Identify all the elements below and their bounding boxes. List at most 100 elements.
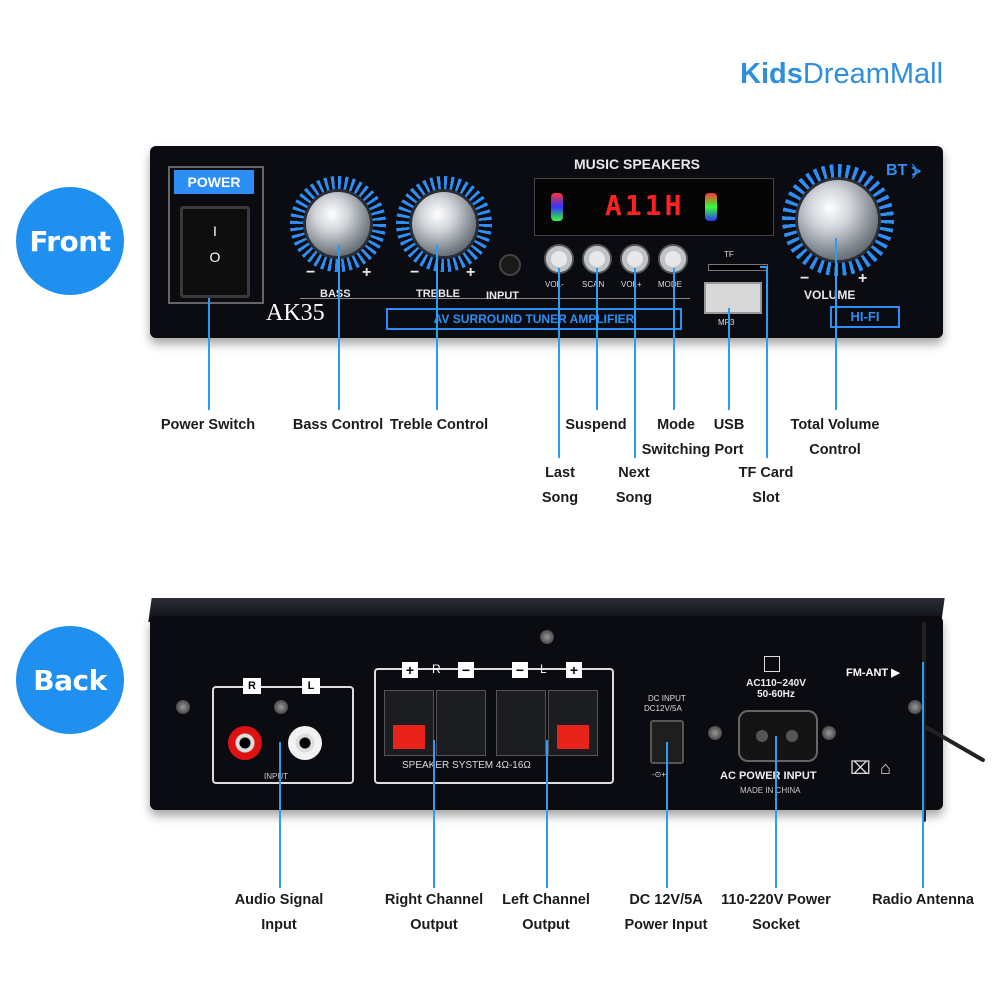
treble-plus: + (466, 264, 476, 281)
speaker-l-label: L (540, 662, 547, 676)
bass-label: BASS (320, 288, 351, 300)
volume-minus: − (800, 270, 810, 287)
callout-suspend: Suspend (565, 417, 627, 433)
ac-screw-right (822, 726, 836, 740)
screw-top (540, 630, 554, 644)
fm-ant-label: FM-ANT ▶ (846, 667, 900, 679)
rocker-off-symbol: O (209, 249, 221, 265)
callout-treble-control: Treble Control (389, 417, 489, 433)
usb-line (728, 308, 730, 410)
bass-line (338, 244, 340, 410)
scan-label: SCAN (582, 280, 605, 289)
power-rocker[interactable]: I O (180, 206, 250, 298)
vu-right (705, 193, 717, 221)
treble-knob[interactable] (412, 192, 476, 256)
mode-button[interactable] (660, 246, 686, 272)
rocker-on-symbol: I (213, 223, 217, 239)
display-window: A11H (534, 178, 774, 236)
bt-signal-icon: ⦔ (911, 162, 921, 179)
ac-screw-left (708, 726, 722, 740)
speaker-r-plus: + (402, 662, 418, 678)
treble-line (436, 244, 438, 410)
treble-minus: − (410, 264, 420, 281)
dc-rating-label: DC12V/5A (644, 704, 682, 713)
antenna-wire (922, 622, 926, 822)
input-label: INPUT (486, 290, 519, 302)
rca-white-jack[interactable] (288, 726, 322, 760)
ac-pin-right (786, 730, 798, 742)
tf-line (766, 266, 768, 458)
callout-radio-antenna: Radio Antenna (872, 892, 974, 908)
weee-icon: ⌧ (850, 758, 871, 778)
scan-button[interactable] (584, 246, 610, 272)
vol-plus-label: VOL+ (621, 280, 642, 289)
right-channel-line (433, 740, 435, 888)
speaker-block (374, 668, 614, 784)
screw-right (908, 700, 922, 714)
callout-power-switch: Power Switch (160, 417, 256, 433)
rca-red-jack[interactable] (228, 726, 262, 760)
double-insulation-icon (764, 656, 780, 672)
vol-minus-button[interactable] (546, 246, 572, 272)
volume-line (835, 238, 837, 410)
speaker-system-label: SPEAKER SYSTEM 4Ω-16Ω (402, 760, 531, 771)
input-jack[interactable] (499, 254, 521, 276)
ac-pin-left (756, 730, 768, 742)
brand-logo: KidsDreamMall (740, 58, 944, 90)
terminal-l-minus[interactable] (496, 690, 546, 756)
last-song-line (558, 268, 560, 458)
ac-power-input-label: AC POWER INPUT (720, 770, 817, 782)
dc-polarity-icon: -⊙+ (652, 770, 667, 779)
usb-port[interactable] (704, 282, 762, 314)
rca-screw (274, 700, 288, 714)
speaker-l-plus: + (566, 662, 582, 678)
mode-line (673, 268, 675, 410)
bass-minus: − (306, 264, 316, 281)
ac-socket[interactable] (738, 710, 818, 762)
rca-r-label: R (243, 678, 261, 694)
vol-minus-label: VOL- (545, 280, 564, 289)
speaker-r-minus: − (458, 662, 474, 678)
volume-knob[interactable] (798, 180, 878, 260)
mode-label: MODE (658, 280, 682, 289)
terminal-r-plus[interactable] (384, 690, 434, 756)
front-badge: Front (16, 187, 124, 295)
power-title: POWER (174, 170, 254, 194)
left-channel-line (546, 740, 548, 888)
front-divider (300, 298, 690, 299)
rca-input-label: INPUT (264, 772, 288, 781)
tf-hline (760, 266, 768, 268)
terminal-l-plus[interactable] (548, 690, 598, 756)
vol-plus-button[interactable] (622, 246, 648, 272)
made-in-label: MADE IN CHINA (740, 786, 801, 795)
dc-power-line (666, 742, 668, 888)
callout-bass-control: Bass Control (292, 417, 384, 433)
audio-input-line (279, 742, 281, 888)
suspend-line (596, 268, 598, 410)
display-value: A11H (605, 189, 685, 222)
display-title: MUSIC SPEAKERS (574, 156, 701, 172)
speaker-l-minus: − (512, 662, 528, 678)
speaker-r-label: R (432, 662, 441, 676)
power-line (208, 298, 210, 410)
dc-input-label: DC INPUT (648, 694, 686, 703)
model-label: AK35 (266, 300, 325, 326)
volume-label: VOLUME (804, 288, 856, 302)
terminal-r-plus-lever (393, 725, 425, 749)
tf-slot[interactable] (708, 264, 768, 271)
antenna-line (922, 662, 924, 888)
terminal-r-minus[interactable] (436, 690, 486, 756)
bass-plus: + (362, 264, 372, 281)
terminal-l-plus-lever (557, 725, 589, 749)
volume-plus: + (858, 270, 868, 287)
rca-l-label: L (302, 678, 320, 694)
